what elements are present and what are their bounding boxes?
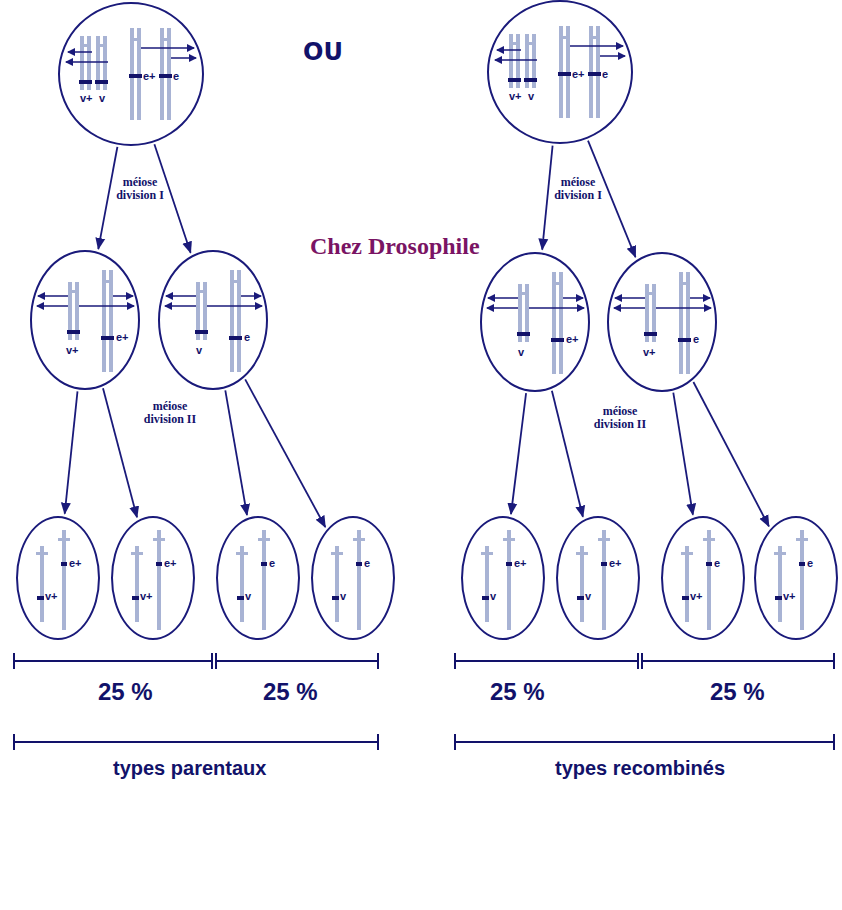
gene-label: v+ xyxy=(66,344,79,357)
gene-label: e xyxy=(269,557,275,570)
gamete-oval: v+ e+ xyxy=(111,516,195,640)
gene-label: v+ xyxy=(690,590,703,603)
daughter-cell: v+ e+ xyxy=(30,250,140,390)
gene-label: e xyxy=(364,557,370,570)
percentage: 25 % xyxy=(710,678,765,706)
division-arrow xyxy=(693,382,769,526)
title-text: Chez Drosophile xyxy=(310,232,480,260)
gene-label: v xyxy=(518,346,524,359)
gene-label: v xyxy=(245,590,251,603)
gene-label: v+ xyxy=(509,90,522,103)
gene-label: e xyxy=(693,333,699,346)
gene-label: e xyxy=(244,331,250,344)
gene-label: v+ xyxy=(80,92,93,105)
gene-label: e xyxy=(807,557,813,570)
gene-label: e+ xyxy=(572,68,585,81)
step-label: méiose division II xyxy=(590,405,650,431)
gene-label: v xyxy=(196,344,202,357)
percentage: 25 % xyxy=(98,678,153,706)
daughter-cell: ve xyxy=(158,250,268,390)
gamete-oval: v+ e+ xyxy=(16,516,100,640)
gene-label: e xyxy=(173,70,179,83)
gene-label: e+ xyxy=(116,331,129,344)
bracket xyxy=(14,653,834,750)
cell-circle: v+ v e+ e xyxy=(58,2,204,146)
gamete-oval: v e+ xyxy=(556,516,640,640)
gene-label: v+ xyxy=(45,590,58,603)
daughter-cell: v e+ xyxy=(480,252,590,392)
gamete-oval: v+ e xyxy=(754,516,838,640)
gene-label: v xyxy=(340,590,346,603)
division-arrow xyxy=(98,147,117,249)
step-label: méiose division II xyxy=(140,400,200,426)
gene-label: v xyxy=(528,90,534,103)
percentage: 25 % xyxy=(263,678,318,706)
group-label: types recombinés xyxy=(555,756,725,780)
division-arrow xyxy=(673,393,693,515)
gamete-oval: ve xyxy=(311,516,395,640)
daughter-cell: v+ e xyxy=(607,252,717,392)
gene-label: v+ xyxy=(140,590,153,603)
division-arrow xyxy=(552,391,583,517)
gene-label: e+ xyxy=(164,557,177,570)
division-arrow xyxy=(225,390,247,515)
gamete-oval: ve xyxy=(216,516,300,640)
division-arrow xyxy=(65,391,78,513)
gene-label: v xyxy=(585,590,591,603)
division-arrow xyxy=(511,393,526,514)
step-label: méiose division I xyxy=(110,176,170,202)
separator-word: OU xyxy=(303,38,343,66)
division-arrow xyxy=(542,146,552,250)
division-arrow xyxy=(103,388,137,517)
gamete-oval: v e+ xyxy=(461,516,545,640)
gene-label: v xyxy=(490,590,496,603)
cell-circle: v+ v e+ e xyxy=(487,0,633,144)
gene-label: e xyxy=(714,557,720,570)
step-label: méiose division I xyxy=(548,176,608,202)
group-label: types parentaux xyxy=(113,756,266,780)
division-arrow xyxy=(245,379,325,527)
gene-label: v xyxy=(99,92,105,105)
gamete-oval: v+ e xyxy=(661,516,745,640)
gene-label: e+ xyxy=(566,333,579,346)
gene-label: e xyxy=(602,68,608,81)
gene-label: e+ xyxy=(609,557,622,570)
gene-label: v+ xyxy=(783,590,796,603)
gene-label: e+ xyxy=(69,557,82,570)
gene-label: v+ xyxy=(643,346,656,359)
gene-label: e+ xyxy=(514,557,527,570)
percentage: 25 % xyxy=(490,678,545,706)
gene-label: e+ xyxy=(143,70,156,83)
